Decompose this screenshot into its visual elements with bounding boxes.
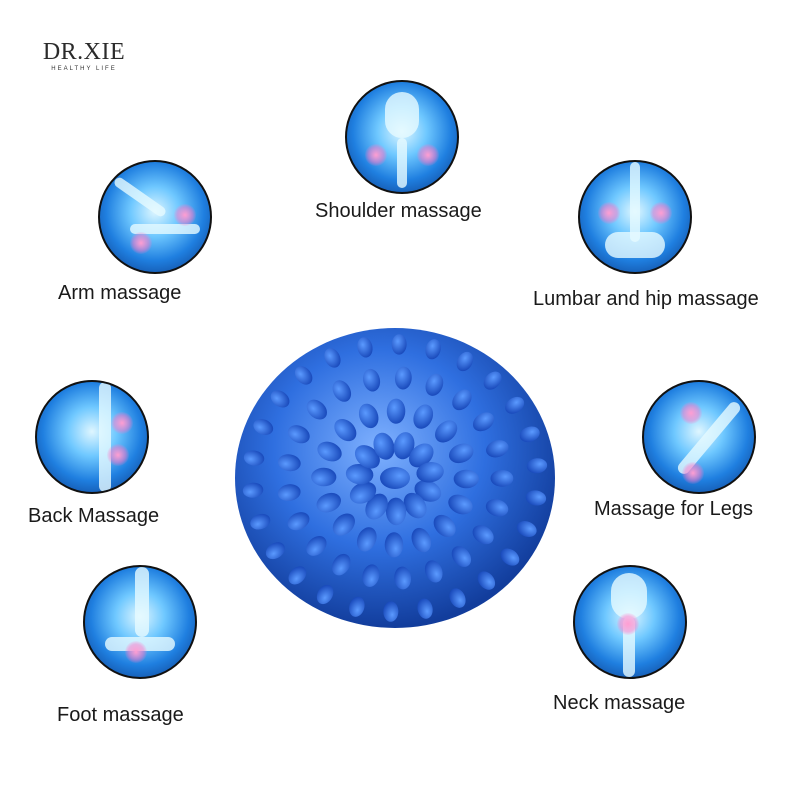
spike (270, 390, 290, 408)
label-legs-massage: Massage for Legs (594, 498, 753, 520)
spike (384, 532, 404, 558)
spike (253, 419, 274, 435)
spike (332, 513, 355, 536)
spike (477, 571, 496, 590)
spike (449, 443, 474, 464)
spike (332, 380, 352, 402)
ball-spikes (242, 334, 548, 622)
spike (362, 564, 380, 587)
spike (472, 525, 494, 545)
spike (317, 441, 342, 462)
spike (393, 432, 415, 460)
spike (490, 469, 514, 487)
spike (362, 368, 381, 392)
spike (356, 527, 377, 552)
spike (316, 584, 334, 605)
label-back-massage: Back Massage (28, 505, 160, 527)
spike (287, 425, 310, 444)
spike (365, 493, 388, 520)
spike (380, 467, 410, 489)
massage-ball (235, 328, 555, 628)
spike (349, 481, 377, 504)
spike (242, 482, 264, 498)
spike (345, 464, 374, 485)
legs-illustration (642, 380, 756, 494)
spike (435, 420, 458, 443)
spike (277, 454, 301, 472)
label-neck-massage: Neck massage (553, 692, 686, 714)
spike (277, 484, 301, 502)
spike (243, 450, 265, 466)
spike (456, 351, 474, 372)
spike (451, 546, 472, 567)
spike (416, 462, 444, 483)
spike (403, 492, 427, 519)
label-foot-massage: Foot massage (57, 704, 184, 726)
spike (358, 403, 379, 429)
spike (525, 490, 547, 506)
spike (386, 398, 406, 424)
spike (486, 440, 509, 458)
spike (448, 494, 473, 515)
spike (306, 399, 327, 420)
spike (349, 596, 365, 617)
back-illustration (35, 380, 149, 494)
spike (424, 560, 443, 583)
spike (526, 458, 548, 474)
spike (357, 337, 373, 358)
spike (483, 371, 502, 390)
spike (250, 513, 271, 530)
lumbar-illustration (578, 160, 692, 274)
label-lumbar-hip-massage: Lumbar and hip massage (533, 288, 759, 310)
spike (306, 536, 327, 556)
spike (311, 467, 337, 487)
foot-illustration (83, 565, 197, 679)
spike (411, 527, 432, 553)
spike (433, 514, 456, 538)
label-shoulder-massage: Shoulder massage (315, 200, 482, 222)
spike (287, 512, 310, 531)
spike (425, 339, 441, 360)
spike (413, 404, 434, 429)
spike (408, 443, 434, 468)
brand-tagline: HEALTHY LIFE (51, 66, 117, 72)
spike (288, 566, 307, 585)
spike (485, 499, 509, 517)
spike (294, 366, 313, 385)
spike (449, 588, 466, 608)
spike (383, 601, 399, 622)
spike (265, 542, 285, 560)
spike (453, 469, 479, 489)
spike (500, 548, 520, 566)
neck-illustration (573, 565, 687, 679)
spike (519, 426, 540, 443)
spike (394, 566, 412, 590)
spike (354, 445, 380, 469)
spike (452, 389, 472, 411)
arm-illustration (98, 160, 212, 274)
shoulder-illustration (345, 80, 459, 194)
spike (391, 334, 407, 355)
spike (324, 348, 341, 368)
spike (332, 553, 351, 576)
spike (394, 366, 412, 390)
brand-logo: DR.XIE HEALTHY LIFE (38, 40, 130, 72)
label-arm-massage: Arm massage (58, 282, 182, 304)
spike (316, 492, 341, 513)
spike (425, 373, 444, 396)
spike (516, 521, 537, 537)
spike (414, 480, 442, 502)
spike (334, 418, 357, 442)
spike (373, 432, 395, 460)
spike (505, 396, 525, 414)
spike (385, 497, 407, 526)
brand-name: DR.XIE (42, 39, 126, 65)
spike (417, 598, 433, 619)
spike (472, 412, 495, 432)
